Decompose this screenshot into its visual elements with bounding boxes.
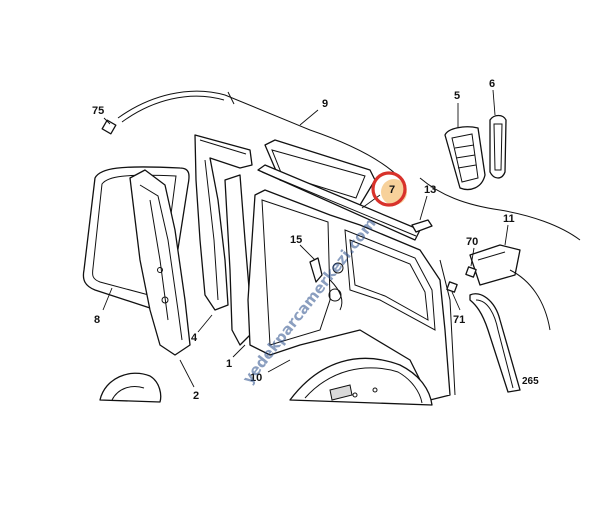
- part-6-vent-trim: [489, 114, 507, 179]
- part-15-bracket: [309, 257, 323, 283]
- part-13-clip: [411, 219, 433, 233]
- callout-11: 11: [503, 213, 515, 225]
- callout-4: 4: [191, 332, 198, 344]
- callout-7: 7: [389, 184, 395, 196]
- part-11-rear-panel: [469, 244, 521, 286]
- callout-15: 15: [290, 234, 302, 246]
- callout-9: 9: [322, 98, 328, 110]
- callout-8: 8: [94, 314, 100, 326]
- callout-10: 10: [250, 372, 262, 384]
- part-4-seal-strip: [194, 134, 253, 311]
- callout-1: 1: [226, 358, 232, 370]
- callout-2: 2: [193, 390, 199, 402]
- rear-body-edge: [419, 177, 581, 396]
- part-10-floor-panel: [289, 357, 433, 406]
- part-75-clip: [101, 119, 117, 135]
- part-70-clip: [465, 266, 477, 278]
- leader-lines: [102, 89, 509, 388]
- callout-71: 71: [453, 314, 465, 326]
- part-71-clip: [446, 281, 458, 293]
- callout-75: 75: [92, 105, 104, 117]
- roof-edge-line: [117, 90, 401, 179]
- callout-5: 5: [454, 90, 460, 102]
- part-5-vent-grille: [444, 126, 486, 191]
- callout-13: 13: [424, 184, 436, 196]
- rear-arch-trim: [469, 293, 521, 393]
- reference-code: 265: [522, 376, 539, 387]
- front-wheel-arch: [99, 372, 162, 403]
- part-2-b-pillar: [129, 169, 191, 356]
- highlight-marker: [371, 171, 407, 207]
- part-1-inner-pillar: [224, 174, 251, 346]
- callout-70: 70: [466, 236, 478, 248]
- callout-6: 6: [489, 78, 495, 90]
